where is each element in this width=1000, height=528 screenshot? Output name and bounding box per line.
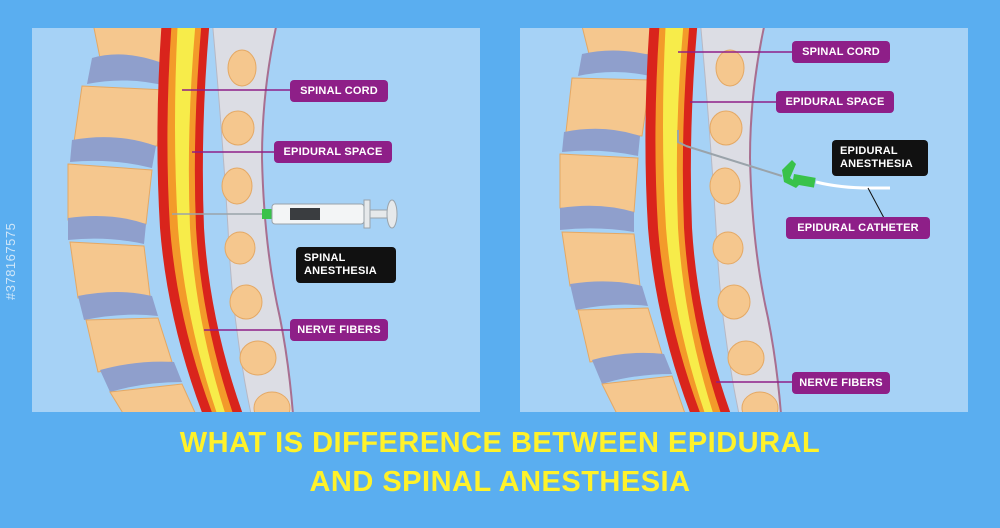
label-epidural-space: EPIDURAL SPACE [274,141,392,163]
spinal-cord-shape [663,28,713,412]
label-nerve-fibers: NERVE FIBERS [792,372,890,394]
leader-lines [678,51,792,383]
syringe-icon [172,199,398,229]
label-epidural-space: EPIDURAL SPACE [776,91,894,113]
leader-lines [182,89,290,331]
epidural-anesthesia-panel: SPINAL CORD EPIDURAL SPACE EPIDURAL ANES… [520,28,968,412]
vertebral-bodies [67,28,196,412]
label-epidural-anesthesia: EPIDURAL ANESTHESIA [832,140,928,176]
stock-id-watermark: #378167575 [3,222,18,300]
spine-illustration-left [67,28,398,412]
label-spinal-anesthesia-line2: ANESTHESIA [304,265,377,277]
label-epidural-catheter: EPIDURAL CATHETER [786,217,930,239]
label-spinal-cord: SPINAL CORD [792,41,890,63]
title-line-2: AND SPINAL ANESTHESIA [309,466,691,498]
epidural-needle-icon [677,130,890,219]
spinous-processes [221,49,291,412]
label-spinal-anesthesia-line1: SPINAL [304,252,346,264]
label-epidural-anesthesia-line1: EPIDURAL [840,145,898,157]
spinal-anesthesia-panel: SPINAL CORD EPIDURAL SPACE SPINAL ANESTH… [32,28,480,412]
title-line-1: WHAT IS DIFFERENCE BETWEEN EPIDURAL [179,427,821,459]
spinous-processes [709,49,779,412]
vertebral-bodies [559,28,685,412]
label-spinal-anesthesia: SPINAL ANESTHESIA [296,247,396,283]
label-epidural-anesthesia-line2: ANESTHESIA [840,158,913,170]
label-nerve-fibers: NERVE FIBERS [290,319,388,341]
spinal-cord-shape [175,28,225,412]
spine-illustration-right [559,28,890,412]
label-spinal-cord: SPINAL CORD [290,80,388,102]
